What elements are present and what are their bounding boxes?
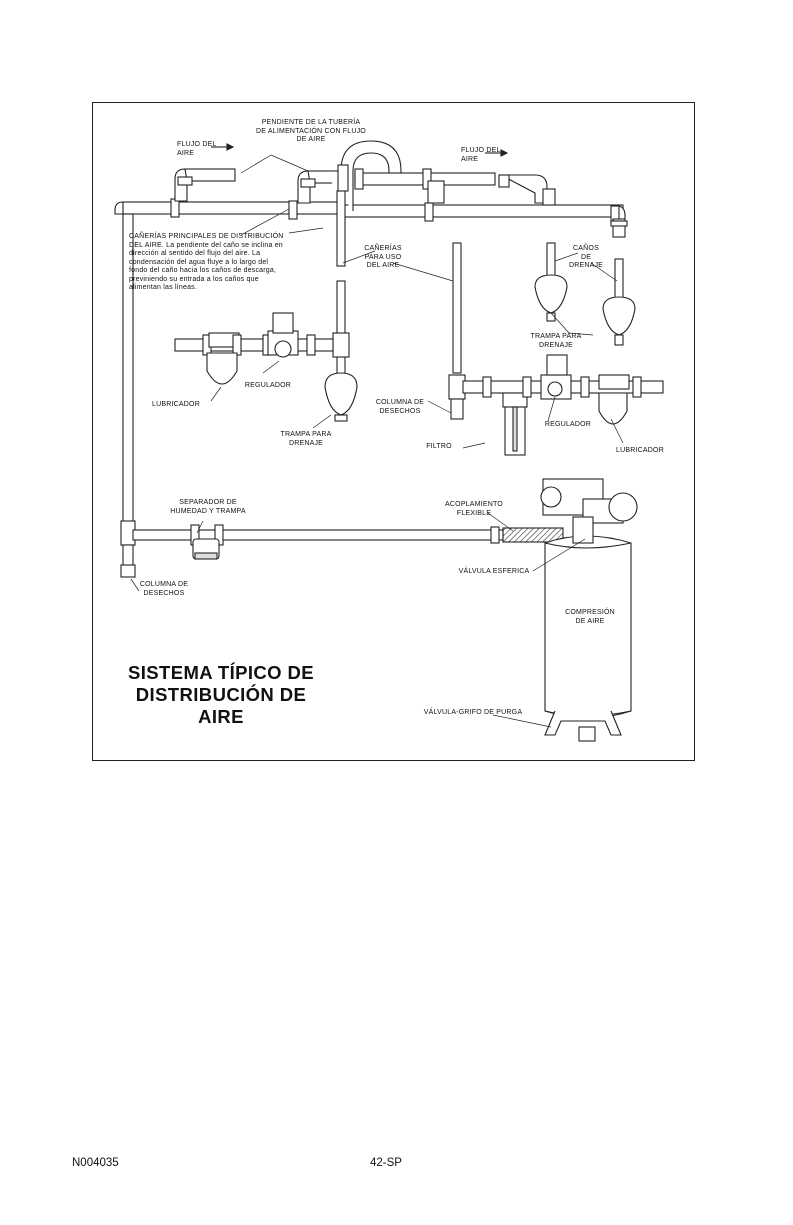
label-flow-left: FLUJO DEL AIRE xyxy=(177,141,217,157)
label-drain-trap-left: TRAMPA PARA DRENAJE xyxy=(280,431,332,447)
main-header-pipe xyxy=(114,198,628,238)
diagram-title-line-1: SISTEMA TÍPICO DE xyxy=(128,662,314,683)
leader-lines xyxy=(130,154,624,728)
label-lubricator-left: LUBRICADOR xyxy=(152,401,200,408)
diagram-frame: PENDIENTE DE LA TUBERÍA DE ALIMENTACIÓN … xyxy=(92,102,695,761)
label-waste-column-left: COLUMNA DE DESECHOS xyxy=(139,581,189,597)
label-filter: FILTRO xyxy=(426,443,452,450)
label-flex-coupling: ACOPLAMIENTO FLEXIBLE xyxy=(445,501,503,517)
right-branch xyxy=(448,242,664,456)
label-waste-column-mid: COLUMNA DE DESECHOS xyxy=(375,399,425,415)
left-use-drop xyxy=(324,190,358,422)
air-distribution-diagram xyxy=(114,140,664,742)
label-flow-right: FLUJO DEL AIRE xyxy=(461,147,501,163)
left-waste-column xyxy=(120,213,136,578)
label-moisture-separator: SEPARADOR DE HUMEDAD Y TRAMPA xyxy=(170,499,246,515)
label-drain-trap-right: TRAMPA PARA DRENAJE xyxy=(530,333,582,349)
label-purge-valve: VÁLVULA-GRIFO DE PURGA xyxy=(423,709,523,716)
diagram-title-line-2: DISTRIBUCIÓN DE AIRE xyxy=(135,684,307,727)
label-drain-pipes: CAÑOS DE DRENAJE xyxy=(568,245,604,269)
inlet-pipes xyxy=(174,140,556,211)
footer-code: N004035 xyxy=(72,1157,119,1169)
label-main-pipes: CAÑERÍAS PRINCIPALES DE DISTRIBUCIÓN DEL… xyxy=(129,233,284,291)
footer-page-number: 42-SP xyxy=(370,1157,402,1169)
label-slope: PENDIENTE DE LA TUBERÍA DE ALIMENTACIÓN … xyxy=(256,119,366,143)
diagram-title: SISTEMA TÍPICO DE DISTRIBUCIÓN DE AIRE xyxy=(116,662,326,728)
flexible-coupling xyxy=(502,527,564,543)
bottom-feed-pipe xyxy=(132,524,504,560)
right-drain-pipes xyxy=(534,242,636,346)
label-regulator-left: REGULADOR xyxy=(244,382,292,389)
label-lubricator-right: LUBRICADOR xyxy=(616,447,664,454)
flow-arrows xyxy=(211,143,509,157)
label-air-compression: COMPRESIÓN DE AIRE xyxy=(565,609,615,625)
label-regulator-right: REGULADOR xyxy=(544,421,592,428)
left-branch xyxy=(174,312,334,385)
air-compressor xyxy=(540,478,638,742)
label-use-pipes: CAÑERÍAS PARA USO DEL AIRE xyxy=(364,245,402,269)
label-ball-valve: VÁLVULA ESFERICA xyxy=(458,568,530,575)
